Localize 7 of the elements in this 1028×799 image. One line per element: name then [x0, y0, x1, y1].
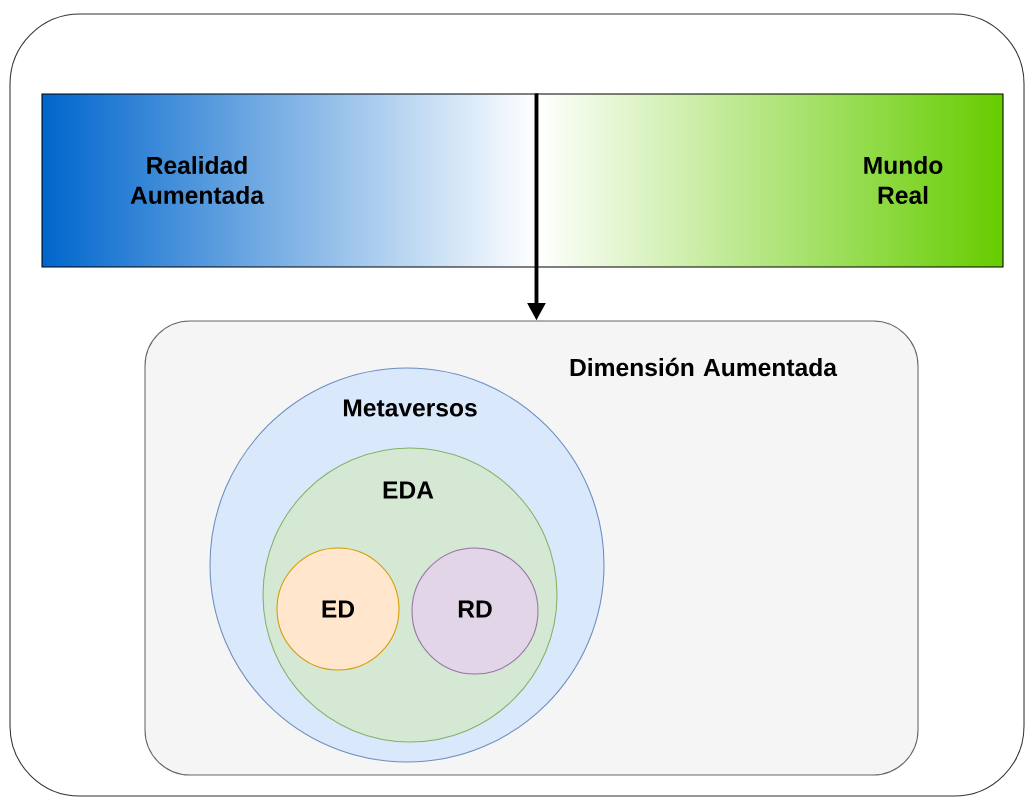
node-label: Realidad Aumentada	[130, 156, 265, 204]
node-label: Dimensión Aumentada	[570, 357, 838, 377]
node-label: ED	[322, 600, 355, 618]
node-label: EDA	[383, 481, 434, 499]
node-label: Metaversos	[343, 399, 477, 417]
node-label: RD	[458, 600, 492, 618]
node-label: Mundo Real	[864, 156, 943, 204]
